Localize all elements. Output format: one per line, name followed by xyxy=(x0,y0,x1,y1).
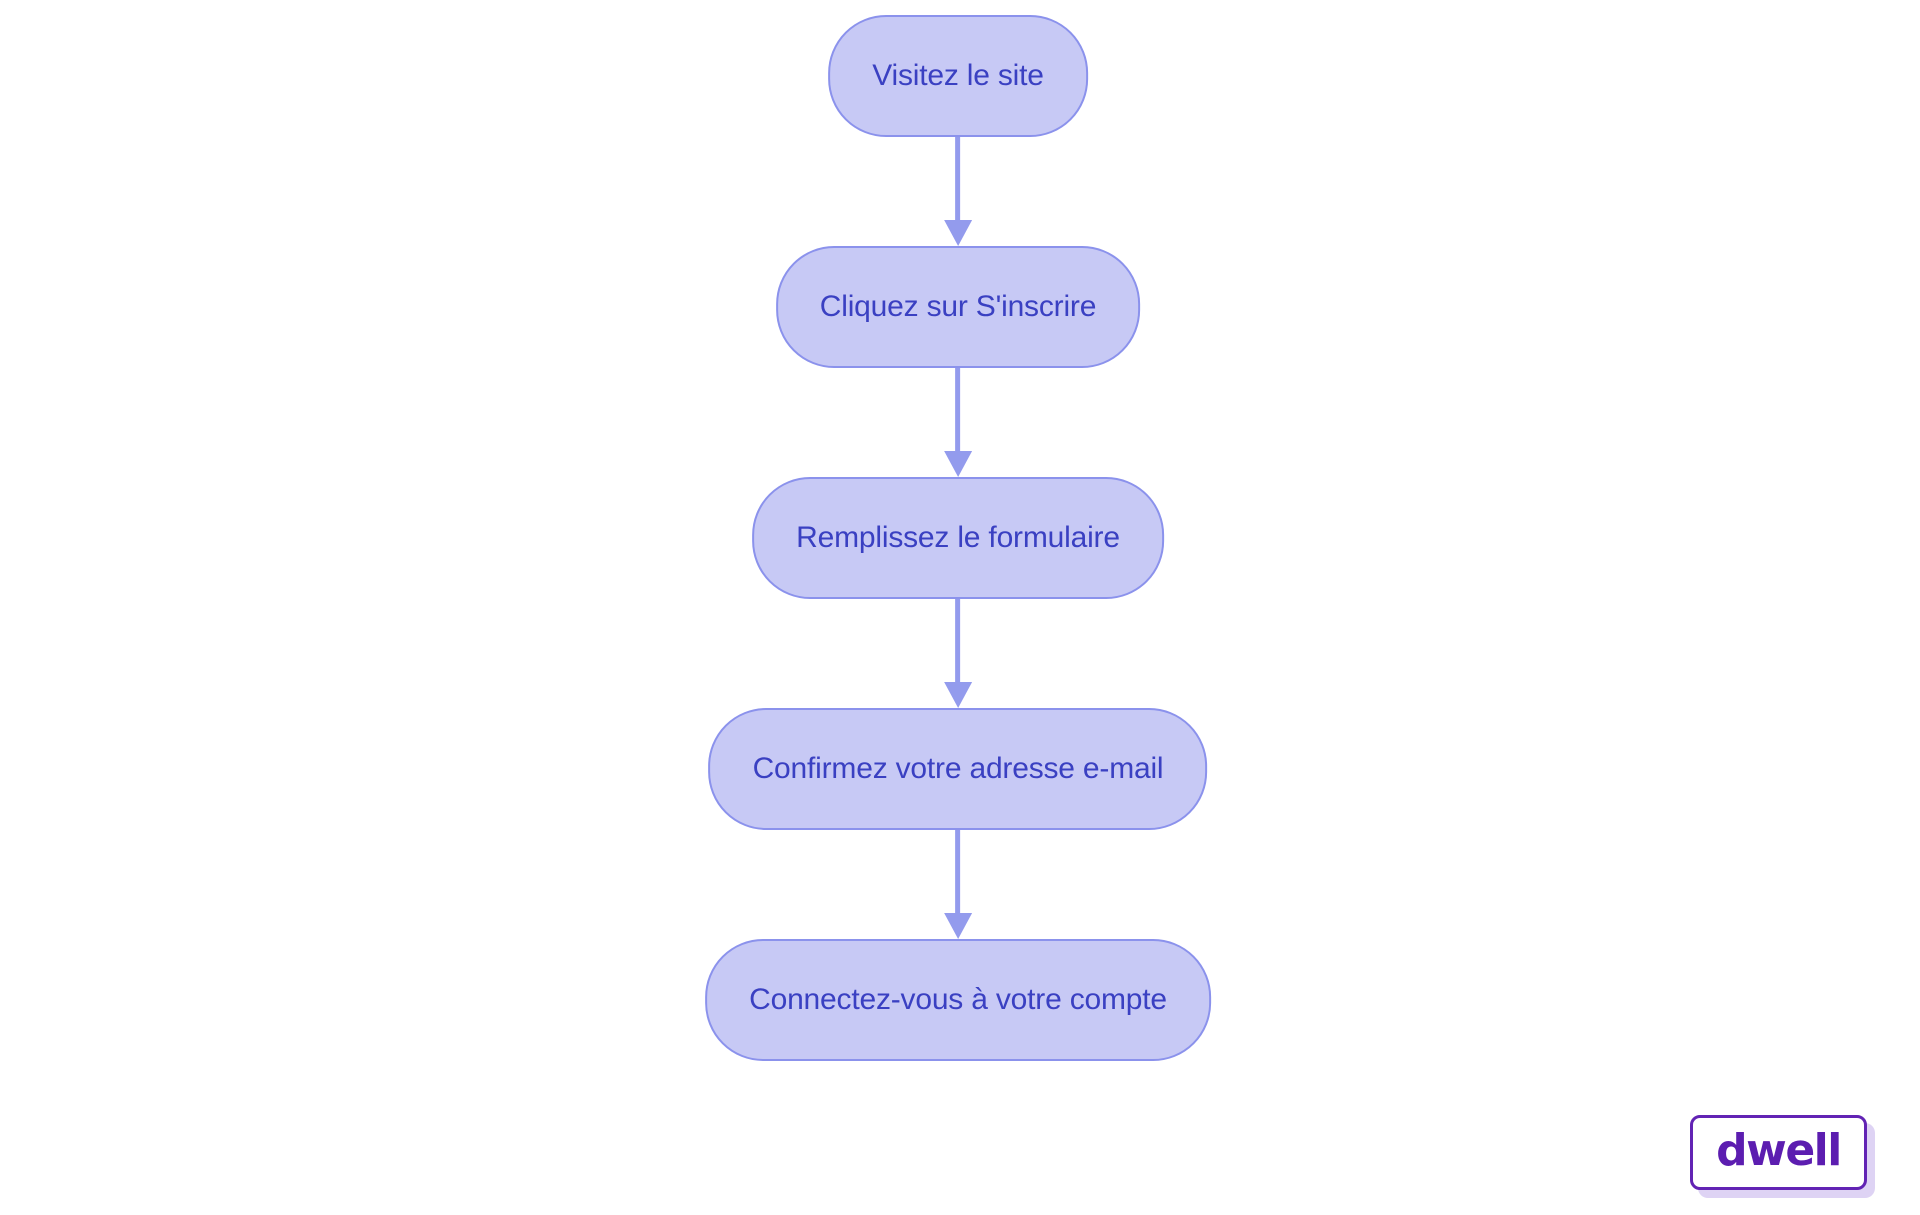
flow-node-label: Remplissez le formulaire xyxy=(796,521,1120,554)
flow-node-visit-site: Visitez le site xyxy=(828,15,1088,137)
flow-arrow xyxy=(944,599,972,708)
flow-arrow xyxy=(944,830,972,939)
arrow-down-icon xyxy=(944,451,972,477)
flow-node-label: Cliquez sur S'inscrire xyxy=(819,290,1097,323)
flow-arrow xyxy=(944,368,972,477)
arrow-down-icon xyxy=(944,220,972,246)
flow-node-label: Confirmez votre adresse e-mail xyxy=(752,752,1164,785)
flow-arrow xyxy=(944,137,972,246)
arrow-line xyxy=(955,368,961,451)
flowchart: Visitez le site Cliquez sur S'inscrire R… xyxy=(705,15,1211,1061)
flow-node-login-account: Connectez-vous à votre compte xyxy=(705,939,1211,1061)
flow-node-confirm-email: Confirmez votre adresse e-mail xyxy=(708,708,1208,830)
dwell-logo-text: dwell xyxy=(1716,1124,1842,1176)
flow-node-label: Visitez le site xyxy=(872,59,1044,92)
arrow-down-icon xyxy=(944,682,972,708)
dwell-logo: dwell xyxy=(1690,1115,1867,1190)
arrow-line xyxy=(955,830,961,913)
flow-node-click-signup: Cliquez sur S'inscrire xyxy=(775,246,1141,368)
flow-node-label: Connectez-vous à votre compte xyxy=(749,983,1167,1016)
flow-node-fill-form: Remplissez le formulaire xyxy=(752,477,1164,599)
arrow-line xyxy=(955,599,961,682)
arrow-down-icon xyxy=(944,913,972,939)
arrow-line xyxy=(955,137,961,220)
